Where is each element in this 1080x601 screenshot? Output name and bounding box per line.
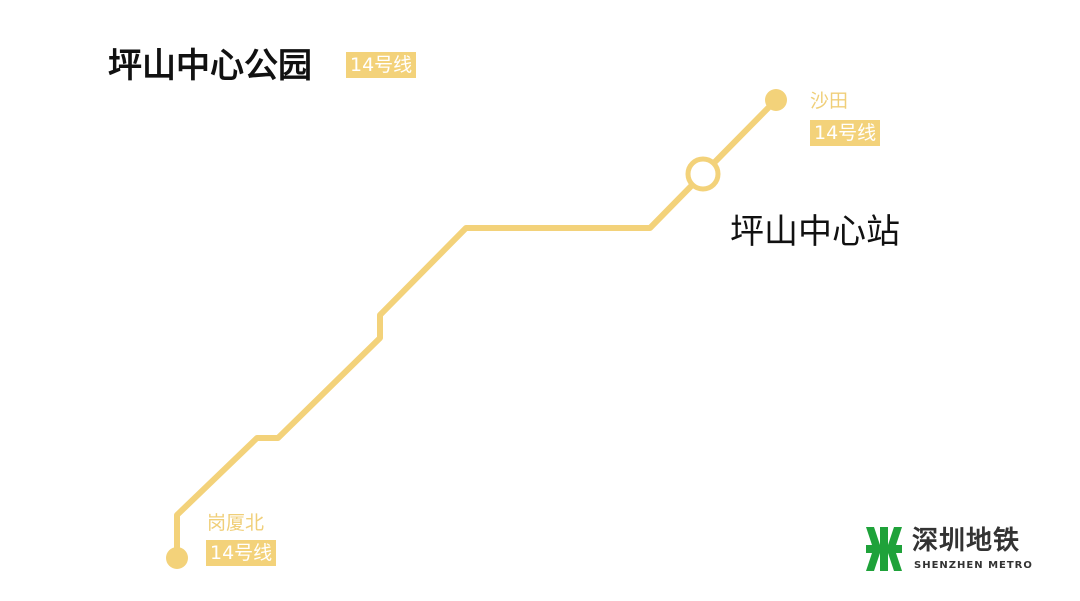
shenzhen-metro-logo-icon xyxy=(866,527,902,571)
logo-text-cn: 深圳地铁 xyxy=(912,526,1021,556)
station-dot-south xyxy=(166,547,188,569)
station-dot-north xyxy=(765,89,787,111)
station-current-marker xyxy=(685,156,721,192)
station-name-south: 岗厦北 xyxy=(207,512,265,534)
station-line-badge-south: 14号线 xyxy=(206,540,277,566)
page-title: 坪山中心公园 xyxy=(108,46,312,86)
station-line-badge-north: 14号线 xyxy=(810,120,881,146)
current-station-name: 坪山中心站 xyxy=(730,212,900,252)
logo-text-en: SHENZHEN METRO xyxy=(914,560,1033,571)
line-badge: 14号线 xyxy=(346,52,417,78)
line-14-path xyxy=(174,97,779,558)
station-name-north: 沙田 xyxy=(810,90,849,112)
